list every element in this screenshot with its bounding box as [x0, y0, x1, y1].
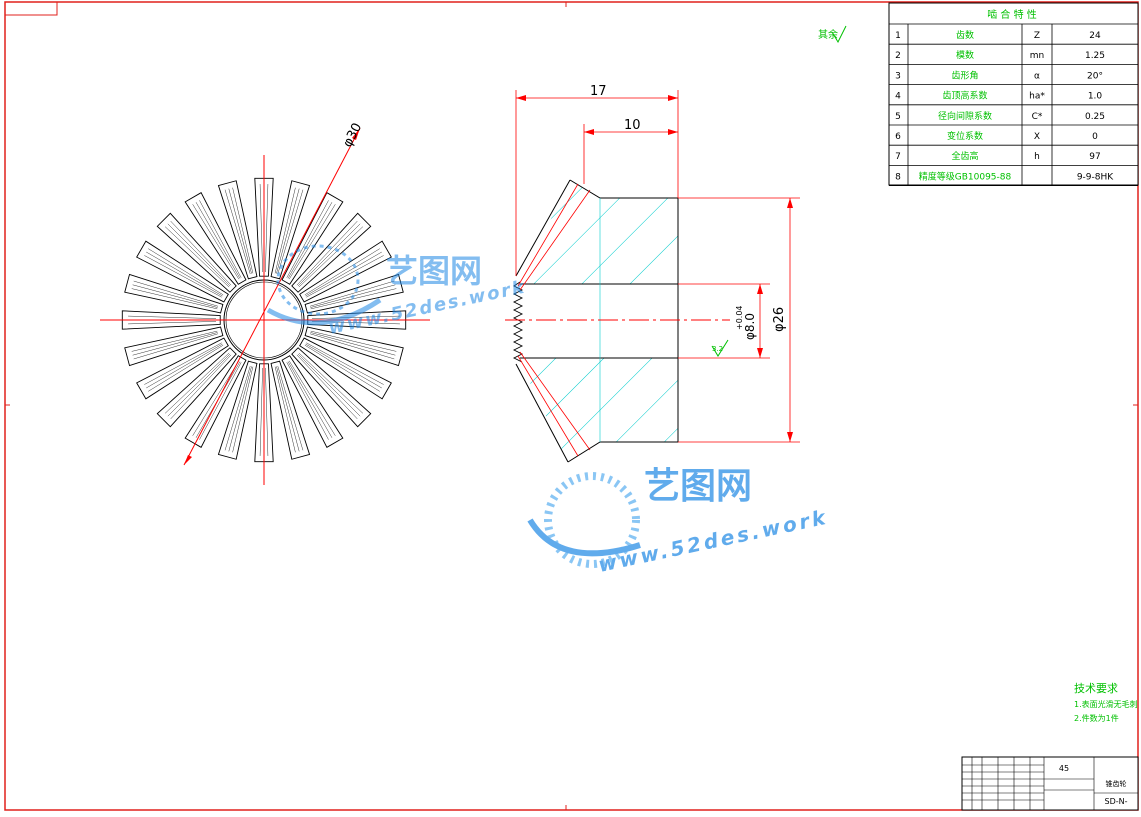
- spec-row-symbol: mn: [1030, 51, 1044, 61]
- spec-row-symbol: Z: [1034, 31, 1040, 41]
- gear-teeth: [121, 177, 407, 463]
- spec-row-symbol: ha*: [1029, 92, 1045, 102]
- bore-dim-label: φ8.0: [743, 313, 757, 340]
- gear-tooth: [217, 360, 258, 460]
- watermark-url-2: www.52des.work: [596, 505, 830, 577]
- spec-row-value: 0: [1092, 132, 1098, 142]
- spec-row-no: 6: [895, 132, 901, 142]
- gear-tooth: [124, 326, 224, 367]
- spec-row-symbol: C*: [1032, 112, 1043, 122]
- gear-section-view: 17 10 φ26 φ8.0 +0.04 3.2: [505, 84, 800, 463]
- title-block: 45 锥齿轮 SD-N-: [961, 756, 1139, 811]
- gear-spec-table: 啮 合 特 性 1 齿数 Z 24 2 模数 mn 1.25 3 齿形角 α 20° 4 齿顶高系数 ha*…: [888, 2, 1139, 187]
- spec-row-no: 5: [895, 112, 901, 122]
- gear-tooth: [136, 337, 229, 400]
- roughness-value: 3.2: [712, 345, 723, 353]
- gear-tooth: [270, 360, 311, 460]
- spec-table-title: 啮 合 特 性: [987, 8, 1037, 21]
- material-label: 45: [1059, 764, 1069, 773]
- gear-tooth: [304, 326, 404, 367]
- gear-front-view: φ30: [100, 121, 430, 485]
- spec-row-name: 模数: [956, 49, 974, 61]
- spec-row-no: 1: [895, 31, 901, 41]
- roughness-note-symbol: [831, 25, 847, 44]
- watermark-brand-2: 艺图网: [644, 466, 752, 507]
- roughness-symbol: [711, 339, 729, 357]
- spec-row-name: 齿形角: [951, 69, 978, 81]
- section-tooth-profile: [512, 281, 524, 363]
- gear-tooth: [184, 192, 247, 285]
- gear-tooth: [136, 240, 229, 303]
- gear-tooth: [281, 355, 344, 448]
- dim-10-label: 10: [624, 118, 641, 133]
- spec-row-value: 1.25: [1085, 51, 1105, 61]
- drawing-frame: [4, 1, 1139, 811]
- spec-row-name: 径向间隙系数: [938, 110, 992, 122]
- watermark-2: 艺图网 www.52des.work: [527, 466, 830, 577]
- spec-row-value: 97: [1089, 152, 1100, 162]
- gear-tooth: [124, 273, 224, 314]
- spec-row-value: 1.0: [1088, 92, 1103, 102]
- od-leader-line: [183, 127, 361, 466]
- spec-row-symbol: X: [1034, 132, 1040, 142]
- gear-tooth: [270, 180, 311, 280]
- section-teeth: [512, 281, 524, 363]
- spec-row-no: 2: [895, 51, 901, 61]
- spec-row-no: 3: [895, 71, 901, 81]
- spec-row-symbol: α: [1034, 71, 1040, 81]
- od-dimension-label: φ30: [340, 121, 365, 150]
- spec-row-no: 8: [895, 172, 901, 182]
- bore-tol-label: +0.04: [735, 305, 744, 330]
- spec-row-symbol: h: [1034, 152, 1040, 162]
- spec-row-name: 齿数: [956, 29, 974, 41]
- dim-26-label: φ26: [772, 307, 787, 332]
- gear-tooth: [299, 337, 392, 400]
- drawing-number-label: SD-N-: [1105, 797, 1128, 806]
- watermark-brand-1: 艺图网: [386, 252, 482, 290]
- part-name-label: 锥齿轮: [1106, 779, 1127, 788]
- spec-row-no: 7: [895, 152, 901, 162]
- tech-line-1: 1.表面光滑无毛刺: [1074, 699, 1138, 709]
- spec-row-value: 20°: [1087, 71, 1103, 81]
- spec-row-name: 精度等级GB10095-88: [919, 170, 1012, 182]
- gear-tooth: [304, 273, 404, 314]
- gear-tooth: [299, 240, 392, 303]
- spec-row-name: 变位系数: [947, 130, 983, 142]
- corner-box: [4, 1, 58, 16]
- gear-tooth: [217, 180, 258, 280]
- spec-row-no: 4: [895, 92, 901, 102]
- tech-title: 技术要求: [1074, 682, 1118, 695]
- spec-row-value: 0.25: [1085, 112, 1105, 122]
- tech-line-2: 2.件数为1件: [1074, 713, 1119, 723]
- roughness-note: 其余: [818, 28, 838, 41]
- dim-17-label: 17: [590, 84, 607, 99]
- tech-requirements: 技术要求 1.表面光滑无毛刺 2.件数为1件: [1074, 682, 1138, 723]
- spec-row-name: 全齿高: [951, 150, 978, 162]
- spec-row-name: 齿顶高系数: [942, 90, 987, 102]
- spec-row-value: 24: [1089, 31, 1101, 41]
- spec-row-value: 9-9-8HK: [1077, 172, 1114, 182]
- gear-tooth: [281, 192, 344, 285]
